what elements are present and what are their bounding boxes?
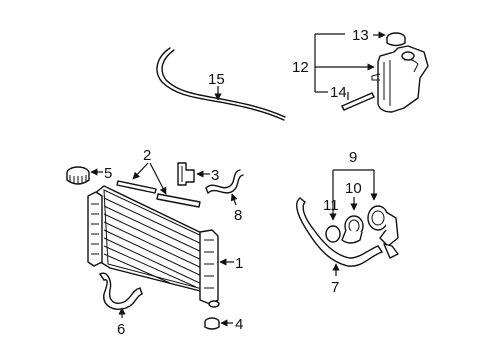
callout-5: 5 [104,165,112,182]
overflow-hose-part-15 [156,47,286,121]
callout-9-bracket [329,169,378,221]
callout-9: 9 [349,149,357,166]
small-hose-part-8 [205,169,244,194]
gasket-part-11 [325,225,341,243]
callout-15: 15 [208,71,225,88]
callout-12: 12 [292,59,309,76]
callout-2-leaders [132,162,167,195]
upper-hose-part-7 [296,197,383,267]
callout-7: 7 [331,279,339,296]
reservoir-cap-part-13 [386,32,406,47]
callout-13: 13 [352,27,369,44]
callout-6: 6 [117,321,125,338]
leader-8 [230,193,238,206]
callout-14: 14 [330,84,347,101]
callout-2: 2 [143,147,151,164]
callout-8: 8 [234,207,242,224]
coolant-reservoir-part-12 [371,45,429,113]
callout-11: 11 [323,197,339,214]
callout-3: 3 [211,167,219,184]
reservoir-hose-part-14 [341,92,375,111]
thermostat-housing-part-9 [367,205,399,259]
lower-hose-part-6 [99,272,143,310]
radiator-part-1 [87,185,220,308]
air-baffle-part-2 [116,180,201,208]
bracket-part-3 [177,162,195,186]
callout-10: 10 [345,180,362,197]
thermostat-part-10 [341,215,364,244]
callout-4: 4 [235,316,243,333]
drain-plug-part-4 [204,317,220,330]
callout-12-bracket [314,33,375,93]
radiator-cap-part-5 [66,166,90,185]
callout-1: 1 [235,255,243,272]
